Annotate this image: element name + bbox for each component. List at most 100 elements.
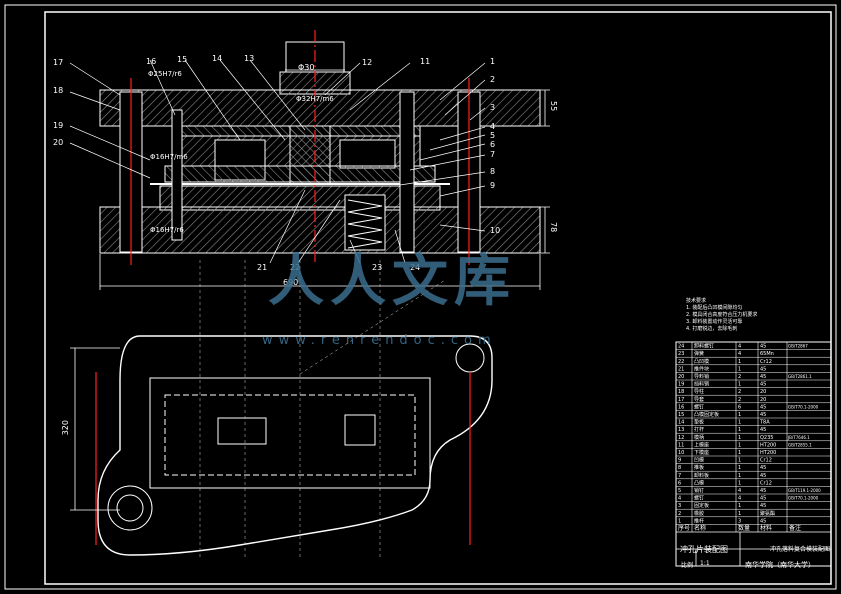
callout-4: 4 xyxy=(490,122,496,131)
bom-cell-qty: 4 xyxy=(738,351,741,357)
bom-header-cell: 名称 xyxy=(694,524,706,532)
bom-cell-material: 聚氨酯 xyxy=(760,510,775,517)
bom-cell-no: 3 xyxy=(678,503,681,509)
bom-cell-name: 凸凹模 xyxy=(694,358,709,365)
bom-cell-no: 22 xyxy=(678,359,684,365)
spring-pocket xyxy=(344,194,386,251)
dimension-lines xyxy=(99,69,550,290)
bom-cell-name: 导料销 xyxy=(694,373,709,380)
bom-cell-name: 垫板 xyxy=(694,419,704,426)
bom-cell-note: JB/T7646.1 xyxy=(787,435,810,440)
note-line-1: 1. 装配后凸凹模间隙均匀 xyxy=(686,305,743,311)
bom-cell-name: 下模座 xyxy=(694,449,709,456)
bom-cell-qty: 1 xyxy=(738,359,741,365)
callout-20: 20 xyxy=(53,138,64,147)
bom-cell-name: 固定板 xyxy=(694,502,709,509)
callout-8: 8 xyxy=(490,167,496,176)
die-outline xyxy=(149,377,431,489)
bom-cell-qty: 4 xyxy=(738,496,741,502)
bom-cell-name: 上模座 xyxy=(694,441,709,448)
bom-cell-no: 5 xyxy=(678,488,681,494)
bom-cell-no: 21 xyxy=(678,366,684,372)
dim-width-total: 690 xyxy=(283,278,299,287)
bom-cell-material: 45 xyxy=(760,427,766,433)
bom-cell-name: 弹簧 xyxy=(694,350,704,357)
bom-cell-no: 7 xyxy=(678,473,681,479)
bom-cell-name: 橡胶 xyxy=(694,510,704,517)
title-block-scale: 1:1 xyxy=(700,560,710,567)
bom-cell-no: 4 xyxy=(678,496,681,502)
bom-cell-qty: 4 xyxy=(738,488,741,494)
bom-cell-qty: 2 xyxy=(738,397,741,403)
bom-cell-qty: 1 xyxy=(738,473,741,479)
bom-cell-name: 卸料螺钉 xyxy=(694,343,714,350)
callout-3: 3 xyxy=(490,103,496,112)
callout-7: 7 xyxy=(490,150,496,159)
bom-cell-qty: 1 xyxy=(738,458,741,464)
bom-cell-qty: 1 xyxy=(738,503,741,509)
bom-header-cell: 备注 xyxy=(789,524,801,532)
cavity-right xyxy=(339,139,396,169)
callout-24: 24 xyxy=(410,263,421,272)
bom-cell-material: HT200 xyxy=(760,442,776,448)
callout-13: 13 xyxy=(244,54,255,63)
watermark-main: 人人文库 xyxy=(268,249,516,314)
title-block-drawing-name: 冲孔片装配图 xyxy=(680,545,728,554)
watermark-url: www.renrendoc.com xyxy=(262,333,497,348)
callout-5: 5 xyxy=(490,131,496,140)
bom-cell-no: 13 xyxy=(678,427,684,433)
bom-cell-name: 推杆 xyxy=(694,517,704,524)
bom-cell-name: 凹模 xyxy=(694,457,704,464)
bom-cell-material: T8A xyxy=(759,420,770,426)
inner-border xyxy=(44,11,832,585)
title-block-school: 南华学院（南华大学） xyxy=(745,561,815,569)
callout-23: 23 xyxy=(372,263,383,272)
bom-cell-name: 销钉 xyxy=(694,487,704,494)
bom-cell-material: 45 xyxy=(760,412,766,418)
dim-fit-guide-low: Φ16H7/r6 xyxy=(150,226,184,234)
dim-plan-height: 320 xyxy=(61,420,70,436)
bom-cell-qty: 1 xyxy=(738,442,741,448)
section-view xyxy=(69,30,550,290)
centerlines-plan xyxy=(95,372,471,545)
bom-cell-no: 16 xyxy=(678,404,684,410)
title-block-title: 冲孔落料复合模装配图 xyxy=(770,546,831,553)
callout-22: 22 xyxy=(290,263,301,272)
bom-cell-name: 挡料销 xyxy=(694,381,709,388)
bom-cell-name: 卸料板 xyxy=(694,472,709,479)
die-block xyxy=(159,185,441,211)
bom-cell-no: 20 xyxy=(678,374,684,380)
dim-height-lower: 78 xyxy=(549,222,558,233)
bom-cell-no: 12 xyxy=(678,435,684,441)
bom-header-cell: 材料 xyxy=(760,524,772,532)
outer-border xyxy=(4,4,837,590)
bom-cell-material: 65Mn xyxy=(760,351,774,357)
bom-header-cell: 序号 xyxy=(678,524,690,532)
bom-cell-name: 凸模固定板 xyxy=(694,411,719,418)
bom-cell-note: GB/T70.1-2000 xyxy=(788,404,819,409)
bom-cell-material: 20 xyxy=(760,389,766,395)
lower-die-base-outline xyxy=(97,335,493,556)
technical-notes: 技术要求 1. 装配后凸凹模间隙均匀 2. 模具闭合高度符合压力机要求 3. 卸… xyxy=(686,298,757,333)
bom-cell-note: GB/T2861.1 xyxy=(788,374,812,379)
bom-cell-material: 45 xyxy=(760,488,766,494)
bom-cell-material: 45 xyxy=(760,473,766,479)
bom-cell-note: GB/T2867 xyxy=(788,344,808,349)
centerlines-section xyxy=(130,30,470,265)
note-line-3: 3. 卸料装置动作灵活可靠 xyxy=(686,319,743,325)
bom-cell-name: 打杆 xyxy=(694,426,704,433)
bom-header-cell: 数量 xyxy=(738,524,750,532)
bom-cell-no: 19 xyxy=(678,382,684,388)
bom-cell-no: 9 xyxy=(678,458,681,464)
bom-cell-qty: 3 xyxy=(738,518,741,524)
bom-cell-no: 14 xyxy=(678,420,684,426)
bom-cell-no: 10 xyxy=(678,450,684,456)
guide-hole-bottom-left-inner xyxy=(116,494,144,522)
callout-1: 1 xyxy=(490,57,496,66)
bom-cell-material: 45 xyxy=(760,374,766,380)
bom-cell-qty: 1 xyxy=(738,480,741,486)
callout-12: 12 xyxy=(362,58,373,67)
